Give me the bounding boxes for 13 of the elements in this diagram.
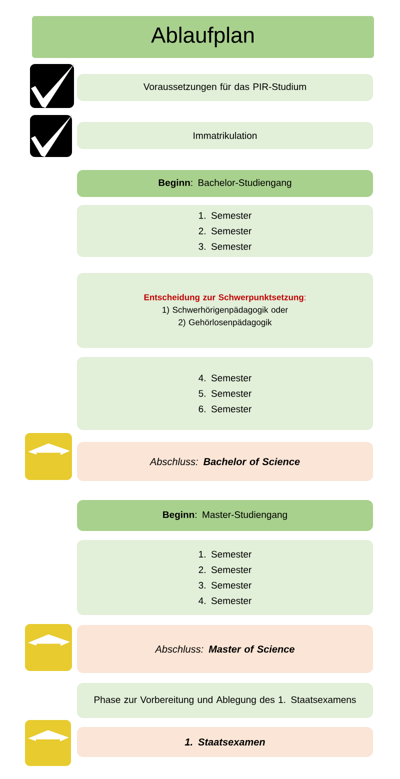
step-box: 1. Semester 2. Semester 3. Semester [77, 205, 373, 257]
title-banner: Ablaufplan [32, 16, 374, 58]
step-box: Voraussetzungen für das PIR-Studium [77, 74, 373, 101]
step-box: 4. Semester 5. Semester 6. Semester [77, 357, 373, 430]
step-box: 1. Semester 2. Semester 3. Semester 4. Semester [77, 540, 373, 615]
step-box: Abschluss: Master of Science [77, 625, 373, 673]
step-box: 1. Staatsexamen [77, 727, 373, 757]
step-box: Phase zur Vorbereitung und Ablegung des 1. Staatsexamens [77, 683, 373, 718]
step-box: Beginn: Master-Studiengang [77, 500, 373, 531]
step-box: Immatrikulation [77, 122, 373, 149]
step-box: Entscheidung zur Schwerpunktsetzung: 1) Schwerhörigenpädagogik oder 2) Gehörlosenpädagogik [77, 273, 373, 348]
step-box: Abschluss: Bachelor of Science [77, 442, 373, 481]
step-box: Beginn: Bachelor-Studiengang [77, 170, 373, 197]
